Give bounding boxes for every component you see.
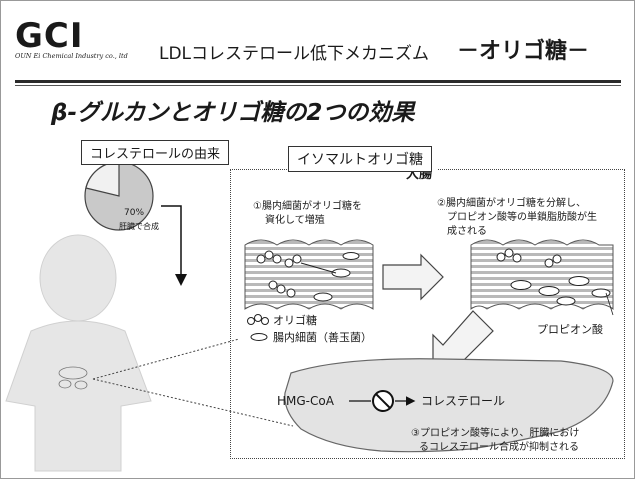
logo-subtitle: OUN Ei Chemical Industry co., ltd <box>15 52 128 60</box>
step3-text-line1: ③プロピオン酸等により、肝臓におけ <box>411 428 580 439</box>
header-divider <box>15 80 621 83</box>
step1-text-line2: 資化して増殖 <box>265 215 325 226</box>
logo-mark: GCI <box>15 16 84 56</box>
hmg-coa-label: HMG-CoA <box>277 394 334 408</box>
oligo-molecules-2 <box>496 248 562 268</box>
child-silhouette <box>5 234 152 472</box>
child-head <box>39 234 117 322</box>
pie-caption: 肝臓で合成 <box>119 222 159 231</box>
pie-percent-label: 70% <box>124 208 145 218</box>
header-divider-thin <box>15 85 621 86</box>
legend-bacteria-label: 腸内細菌（善玉菌） <box>273 331 372 344</box>
intestine-before <box>244 239 374 310</box>
legend-oligo-icon <box>247 314 269 325</box>
oligo-molecules <box>256 250 302 298</box>
legend-bacteria-icon <box>250 333 268 341</box>
propionic-acid-label: プロピオン酸 <box>537 323 603 336</box>
step1-text-line1: ①腸内細菌がオリゴ糖を <box>253 201 362 212</box>
arrow-down-icon <box>161 205 187 286</box>
callout-line-intestine <box>92 338 240 380</box>
step2-text-line3: 成される <box>447 226 487 237</box>
step3-text-line2: るコレステロール合成が抑制される <box>419 442 579 453</box>
section-title: β-グルカンとオリゴ糖の2つの効果 <box>51 100 415 126</box>
arrow-right-icon <box>382 253 444 301</box>
page-title: LDLコレステロール低下メカニズム <box>159 44 430 64</box>
page-title-tag: －オリゴ糖－ <box>457 39 590 64</box>
isomalto-oligo-box: イソマルトオリゴ糖 <box>288 146 432 172</box>
step2-text-line1: ②腸内細菌がオリゴ糖を分解し、 <box>437 198 586 209</box>
liver-shape <box>284 358 614 453</box>
bacteria-cells <box>313 252 360 302</box>
intestine-after <box>470 239 614 316</box>
bacteria-cells-2 <box>510 276 611 306</box>
cholesterol-origin-box: コレステロールの由来 <box>81 140 230 165</box>
no-symbol-icon <box>372 390 394 412</box>
attach-line <box>300 262 337 274</box>
cholesterol-label: コレステロール <box>421 394 506 408</box>
step2-text-line2: プロピオン酸等の単鎖脂肪酸が生 <box>447 212 597 223</box>
origin-pie-chart <box>84 161 154 231</box>
company-logo: GCI OUN Ei Chemical Industry co., ltd <box>15 16 128 60</box>
legend-oligo-label: オリゴ糖 <box>273 314 317 327</box>
child-organs <box>58 366 88 390</box>
child-body <box>5 320 152 472</box>
